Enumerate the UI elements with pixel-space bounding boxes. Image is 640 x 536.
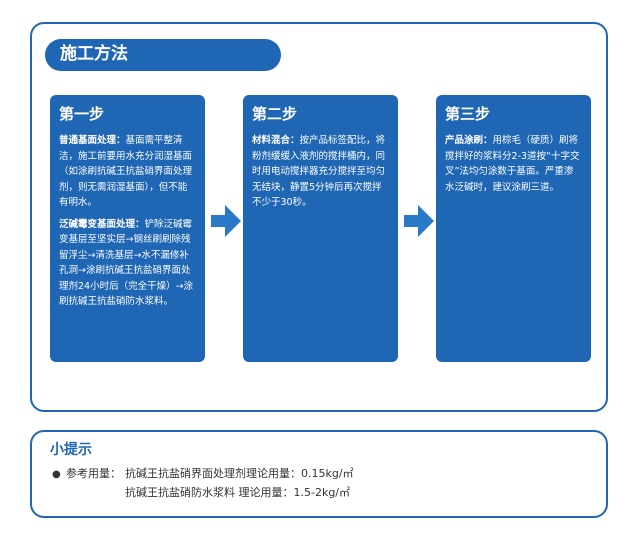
step-label: 普通基面处理： <box>59 135 126 146</box>
step-paragraph: 普通基面处理：基面需平整清洁，施工前要用水充分润湿基面（如涂刷抗碱王抗盐硝界面处… <box>59 133 196 211</box>
step-label: 产品涂刷： <box>445 135 493 146</box>
arrow-right-icon <box>211 205 241 237</box>
tips-label: 参考用量： <box>66 467 121 480</box>
step-paragraph: 材料混合：按产品标签配比，将粉剂缓缓入液剂的搅拌桶内，同时用电动搅拌器充分搅拌至… <box>252 133 389 211</box>
step-card-3: 第三步 产品涂刷：用棕毛（硬质）刷将搅拌好的浆料分2-3道按“十字交叉”法均匀涂… <box>436 95 591 362</box>
step-label: 泛碱霉变基面处理： <box>59 218 145 230</box>
step-card-2: 第二步 材料混合：按产品标签配比，将粉剂缓缓入液剂的搅拌桶内，同时用电动搅拌器充… <box>243 95 398 362</box>
section-header <box>45 39 281 71</box>
tips-usage-line: 抗碱王抗盐硝防水浆料 理论用量：1.5-2kg/㎡ <box>125 486 351 499</box>
step-paragraph: 泛碱霉变基面处理：铲除泛碱霉变基层至坚实层→钢丝刷刷除残留浮尘→清洗基层→水不漏… <box>59 217 196 310</box>
bullet-icon: ● <box>52 469 61 480</box>
step-title: 第一步 <box>59 105 105 123</box>
step-title: 第三步 <box>445 105 491 123</box>
step-title: 第二步 <box>252 105 298 123</box>
arrow-right-icon <box>404 205 434 237</box>
tips-usage-line: 抗碱王抗盐硝界面处理剂理论用量：0.15kg/㎡ <box>125 467 354 480</box>
section-title: 施工方法 <box>60 44 128 64</box>
tips-title: 小提示 <box>50 442 92 458</box>
step-card-1: 第一步 普通基面处理：基面需平整清洁，施工前要用水充分润湿基面（如涂刷抗碱王抗盐… <box>50 95 205 362</box>
step-body: 用棕毛（硬质）刷将搅拌好的浆料分2-3道按“十字交叉”法均匀涂数于基面。严重渗水… <box>445 135 580 193</box>
step-body: 铲除泛碱霉变基层至坚实层→钢丝刷刷除残留浮尘→清洗基层→水不漏修补孔洞→涂刷抗碱… <box>59 218 194 308</box>
step-body: 基面需平整清洁，施工前要用水充分润湿基面（如涂刷抗碱王抗盐硝界面处理剂，则无需润… <box>59 135 193 208</box>
step-body: 按产品标签配比，将粉剂缓缓入液剂的搅拌桶内，同时用电动搅拌器充分搅拌至均匀无结块… <box>252 135 386 208</box>
step-label: 材料混合： <box>252 135 300 146</box>
tips-panel <box>30 430 608 518</box>
step-paragraph: 产品涂刷：用棕毛（硬质）刷将搅拌好的浆料分2-3道按“十字交叉”法均匀涂数于基面… <box>445 133 582 195</box>
